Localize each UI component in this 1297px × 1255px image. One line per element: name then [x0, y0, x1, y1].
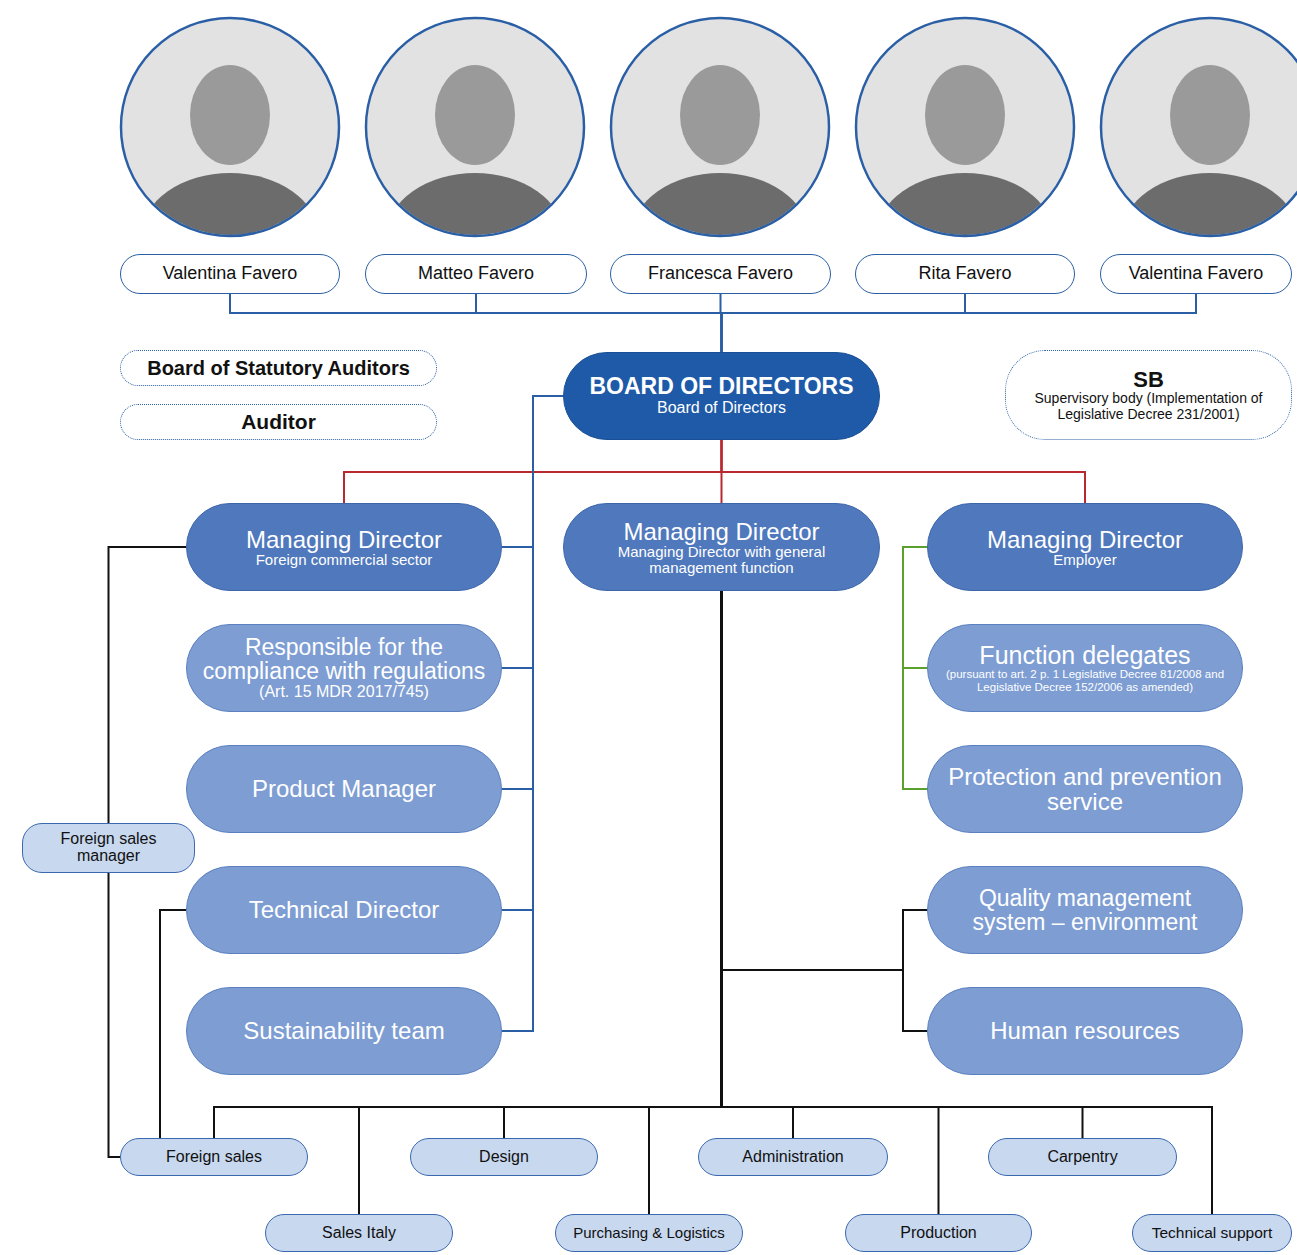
connector [722, 591, 928, 970]
function-box: Responsible for the compliance with regu… [186, 624, 502, 712]
node-subtitle: Managing Director with general managemen… [602, 544, 842, 576]
node-title: Technical support [1152, 1225, 1273, 1241]
department-pill: Foreign sales manager [22, 823, 195, 873]
node-title: Product Manager [252, 776, 436, 801]
name-pill: Rita Favero [855, 254, 1075, 294]
connector [504, 591, 722, 1138]
department-pill: Purchasing & Logistics [555, 1214, 743, 1252]
portrait-photo [121, 18, 339, 297]
connector [160, 910, 186, 1138]
node-title: Managing Director [246, 527, 442, 552]
portrait-photo [856, 18, 1074, 297]
connector [722, 591, 928, 1031]
node-title: Function delegates [979, 642, 1190, 668]
node-title: Carpentry [1047, 1149, 1117, 1166]
node-title: Administration [742, 1149, 843, 1166]
node-subtitle: Foreign commercial sector [256, 552, 433, 568]
function-box: Protection and prevention service [927, 745, 1243, 833]
dotted-box: Auditor [120, 404, 437, 440]
node-title: Foreign sales manager [33, 831, 184, 865]
name-pill: Valentina Favero [120, 254, 340, 294]
connector [903, 547, 927, 789]
node-title: Auditor [241, 410, 316, 433]
connector [649, 591, 722, 1214]
node-title: Sustainability team [243, 1018, 444, 1043]
director-box: Managing DirectorManaging Director with … [563, 503, 880, 591]
connector [476, 294, 722, 352]
function-box: Human resources [927, 987, 1243, 1075]
node-subtitle: Supervisory body (Implementation of Legi… [1014, 391, 1283, 422]
node-title: Foreign sales [166, 1149, 262, 1166]
node-title: Design [479, 1149, 529, 1166]
node-title: Human resources [990, 1018, 1179, 1043]
node-subtitle: Board of Directors [657, 399, 786, 417]
connector [903, 547, 927, 668]
department-pill: Production [845, 1214, 1032, 1252]
node-subtitle: Employer [1053, 552, 1116, 568]
node-title: BOARD OF DIRECTORS [589, 374, 853, 399]
director-box: Managing DirectorEmployer [927, 503, 1243, 591]
node-title: Valentina Favero [1129, 264, 1264, 284]
node-title: Production [900, 1225, 977, 1242]
node-title: Technical Director [249, 897, 440, 922]
department-pill: Technical support [1132, 1214, 1292, 1252]
director-box: Managing DirectorForeign commercial sect… [186, 503, 502, 591]
connector [722, 294, 966, 352]
name-pill: Matteo Favero [365, 254, 587, 294]
department-pill: Administration [698, 1138, 888, 1176]
node-title: Protection and prevention service [940, 764, 1230, 814]
function-box: Product Manager [186, 745, 502, 833]
supervisory-box: SBSupervisory body (Implementation of Le… [1005, 350, 1292, 440]
node-title: Matteo Favero [418, 264, 534, 284]
connector [722, 294, 1197, 352]
dotted-box: Board of Statutory Auditors [120, 350, 437, 386]
connector [722, 591, 794, 1138]
function-box: Technical Director [186, 866, 502, 954]
node-title: Responsible for the compliance with regu… [199, 635, 489, 683]
department-pill: Sales Italy [265, 1214, 453, 1252]
node-title: Quality management system – environment [940, 886, 1230, 934]
node-title: Managing Director [623, 519, 819, 544]
node-title: Rita Favero [918, 264, 1011, 284]
function-box: Quality management system – environment [927, 866, 1243, 954]
connector [502, 396, 563, 1031]
node-subtitle: (Art. 15 MDR 2017/745) [259, 683, 429, 701]
node-subtitle: (pursuant to art. 2 p. 1 Legislative Dec… [940, 668, 1230, 693]
connector [230, 294, 722, 352]
portrait-photo [1101, 18, 1297, 297]
node-title: Board of Statutory Auditors [147, 357, 410, 379]
connector [109, 873, 121, 1157]
department-pill: Design [410, 1138, 598, 1176]
name-pill: Francesca Favero [610, 254, 831, 294]
node-title: Francesca Favero [648, 264, 793, 284]
function-box: Function delegates(pursuant to art. 2 p.… [927, 624, 1243, 712]
connector [722, 440, 1086, 503]
department-pill: Foreign sales [120, 1138, 308, 1176]
node-title: SB [1133, 368, 1164, 391]
node-title: Purchasing & Logistics [573, 1225, 725, 1241]
board-box: BOARD OF DIRECTORSBoard of Directors [563, 352, 880, 440]
node-title: Valentina Favero [163, 264, 298, 284]
connector [109, 547, 187, 823]
connector [722, 591, 939, 1214]
node-title: Sales Italy [322, 1225, 396, 1242]
node-title: Managing Director [987, 527, 1183, 552]
name-pill: Valentina Favero [1100, 254, 1292, 294]
function-box: Sustainability team [186, 987, 502, 1075]
department-pill: Carpentry [988, 1138, 1177, 1176]
